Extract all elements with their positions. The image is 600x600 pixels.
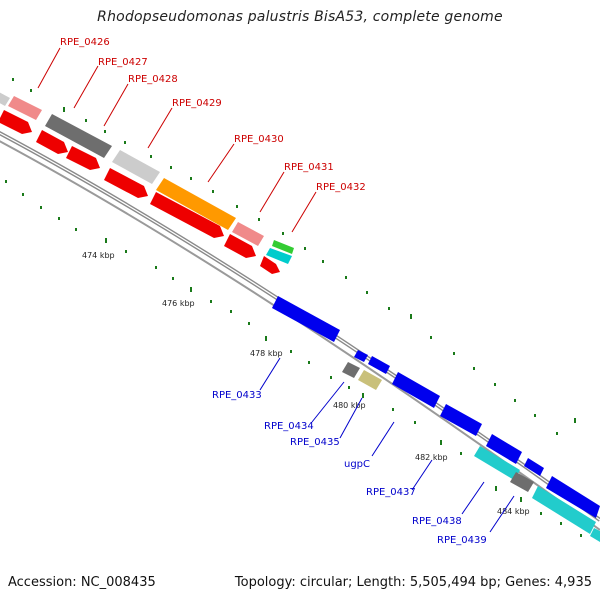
gene-label-rpe-0434: RPE_0434: [264, 421, 314, 432]
map-title: Rhodopseudomonas palustris BisA53, compl…: [97, 9, 503, 25]
scale-label-484: 484 kbp: [497, 507, 530, 516]
gene-label-rpe-0435: RPE_0435: [290, 437, 340, 448]
gene-block-rpe-0428: [112, 150, 160, 184]
scale-label-476: 476 kbp: [162, 299, 195, 308]
forward-gene-blocks: [0, 92, 294, 264]
gene-label-rpe-0431: RPE_0431: [284, 162, 334, 173]
gene-block-rpe-0431: [272, 240, 294, 254]
gene-block-rpe-0437: [392, 372, 440, 408]
gene-block-gray: [0, 92, 10, 106]
gene-block-rpe-0433: [272, 296, 340, 342]
gene-label-rpe-0426: RPE_0426: [60, 37, 110, 48]
scale-label-474: 474 kbp: [82, 251, 115, 260]
reverse-gene-blocks: [272, 296, 600, 542]
gene-block-rpe-0434: [354, 350, 368, 362]
gene-block-rpe-0435: [368, 356, 390, 374]
tick-marks-inner: [5, 180, 582, 537]
gene-block-blue-2: [546, 476, 600, 518]
scale-label-480: 480 kbp: [333, 401, 366, 410]
gene-label-rpe-0432: RPE_0432: [316, 182, 366, 193]
gene-block-gray-1: [342, 362, 360, 378]
gene-block-cyan: [474, 446, 520, 480]
gene-block-rpe-0432: [266, 248, 292, 264]
accession-text: Accession: NC_008435: [8, 575, 156, 590]
gene-block-blue: [524, 458, 544, 476]
gene-block-cyan-2: [532, 486, 596, 534]
gene-block-cyan-3: [590, 528, 600, 542]
tick-marks-outer: [12, 78, 576, 435]
gene-block-rpe-0427: [45, 114, 112, 158]
scale-label-478: 478 kbp: [250, 349, 283, 358]
forward-leader-lines: [37, 47, 317, 233]
reverse-gene-labels: RPE_0433 RPE_0434 RPE_0435 ugpC RPE_0437…: [212, 390, 487, 546]
gene-block-rpe-0429: [156, 178, 236, 230]
forward-cds-arrows: [0, 110, 280, 274]
genome-summary-text: Topology: circular; Length: 5,505,494 bp…: [234, 575, 592, 590]
gene-label-rpe-0438: RPE_0438: [412, 516, 462, 527]
gene-label-rpe-0428: RPE_0428: [128, 74, 178, 85]
gene-label-rpe-0430: RPE_0430: [234, 134, 284, 145]
gene-label-rpe-0429: RPE_0429: [172, 98, 222, 109]
reverse-leader-lines: [259, 357, 515, 533]
gene-block-rpe-0439: [486, 434, 522, 464]
gene-label-rpe-0439: RPE_0439: [437, 535, 487, 546]
gene-block-rpe-0430: [232, 222, 264, 246]
forward-gene-labels: RPE_0426 RPE_0427 RPE_0428 RPE_0429 RPE_…: [60, 37, 366, 193]
gene-label-rpe-0427: RPE_0427: [98, 57, 148, 68]
gene-label-rpe-0437: RPE_0437: [366, 487, 416, 498]
scale-label-482: 482 kbp: [415, 453, 448, 462]
gene-block-ugpc: [358, 370, 382, 390]
gene-block-rpe-0426: [8, 96, 42, 120]
gene-block-rpe-0438: [440, 404, 482, 436]
gene-label-ugpc: ugpC: [344, 459, 370, 470]
gene-label-rpe-0433: RPE_0433: [212, 390, 262, 401]
gene-block-gray-2: [510, 472, 534, 492]
